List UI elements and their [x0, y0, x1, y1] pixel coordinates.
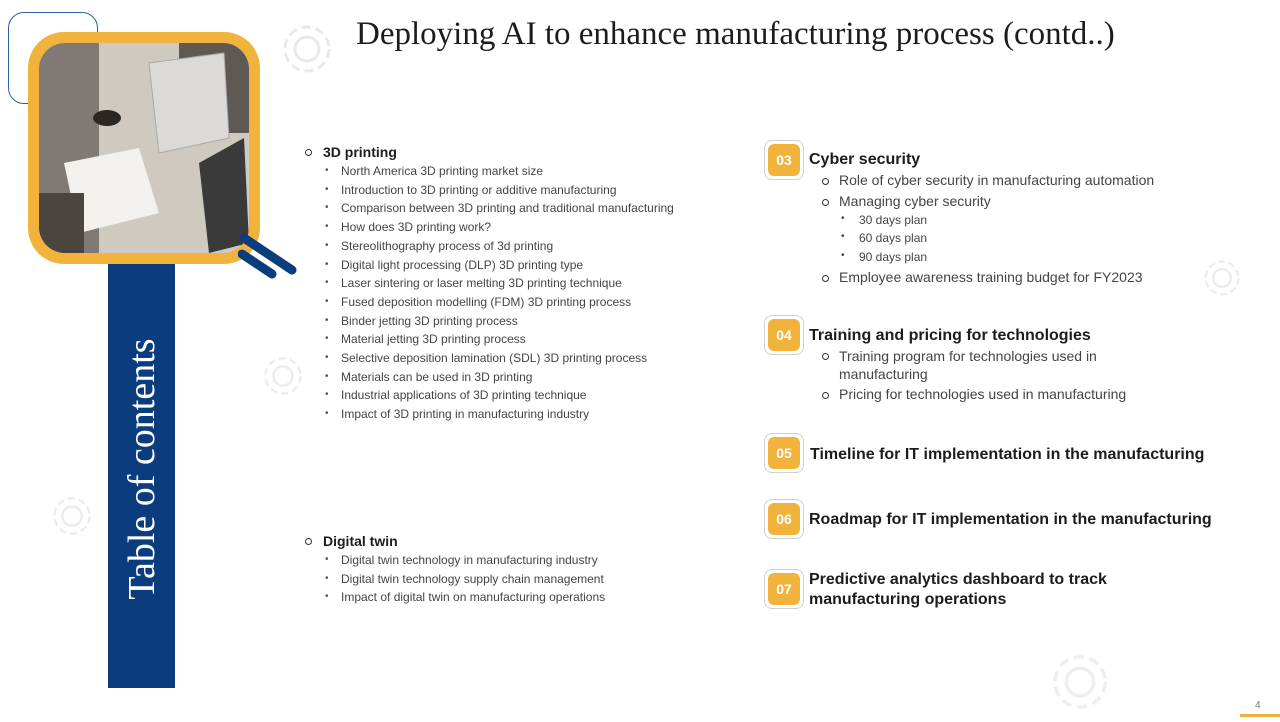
number-badge-03: 03 — [764, 140, 804, 180]
page-number: 4 — [1255, 700, 1261, 711]
laptop-work-photo — [39, 43, 249, 253]
list-item: Impact of digital twin on manufacturing … — [303, 588, 743, 607]
list-item: Fused deposition modelling (FDM) 3D prin… — [303, 293, 743, 312]
sub-item: Role of cyber security in manufacturing … — [822, 171, 1154, 189]
list-item: How does 3D printing work? — [303, 218, 743, 237]
circle-bullet-icon — [822, 177, 829, 185]
list-item: Digital twin technology supply chain man… — [303, 570, 743, 589]
list-item: Digital twin technology in manufacturing… — [303, 551, 743, 570]
photo-frame — [28, 32, 260, 264]
toc-band: Table of contents — [108, 250, 175, 688]
section-heading-text: Digital twin — [323, 533, 398, 549]
list-item: Selective deposition lamination (SDL) 3D… — [303, 349, 743, 368]
list-item: Introduction to 3D printing or additive … — [303, 181, 743, 200]
item-title-predictive-analytics: Predictive analytics dashboard to track … — [809, 571, 1107, 608]
list-item: Materials can be used in 3D printing — [303, 368, 743, 387]
circle-bullet-icon — [305, 537, 312, 545]
list-item: Comparison between 3D printing and tradi… — [303, 199, 743, 218]
circle-bullet-icon — [822, 198, 829, 206]
circle-bullet-icon — [305, 148, 312, 156]
sub-item: Training program for technologies used i… — [822, 347, 1132, 383]
page-title: Deploying AI to enhance manufacturing pr… — [356, 16, 1115, 52]
item-title-roadmap: Roadmap for IT implementation in the man… — [809, 511, 1212, 528]
page-accent-bar — [1240, 714, 1280, 717]
section-digital-twin: Digital twin Digital twin technology in … — [303, 533, 743, 607]
list-item: Stereolithography process of 3d printing — [303, 237, 743, 256]
section-heading: 3D printing — [303, 144, 743, 160]
gear-icon — [1196, 252, 1248, 304]
list-item: Impact of 3D printing in manufacturing i… — [303, 405, 743, 424]
circle-bullet-icon — [822, 391, 829, 399]
number-badge-07: 07 — [764, 569, 804, 609]
plan-item: 90 days plan — [841, 250, 927, 264]
list-item: Material jetting 3D printing process — [303, 330, 743, 349]
number-badge-04: 04 — [764, 315, 804, 355]
sub-item: Managing cyber security — [822, 192, 991, 210]
item-title-training-pricing: Training and pricing for technologies — [809, 327, 1091, 344]
list-item: Binder jetting 3D printing process — [303, 312, 743, 331]
toc-label: Table of contents — [120, 338, 163, 600]
gear-icon — [44, 488, 100, 544]
number-badge-06: 06 — [764, 499, 804, 539]
gear-icon — [255, 348, 311, 404]
gear-icon — [1040, 642, 1120, 722]
section-heading: Digital twin — [303, 533, 743, 549]
number-badge-05: 05 — [764, 433, 804, 473]
item-title-cyber-security: Cyber security — [809, 151, 921, 168]
list-item: Laser sintering or laser melting 3D prin… — [303, 274, 743, 293]
gear-icon — [272, 14, 342, 84]
sub-item: Employee awareness training budget for F… — [822, 268, 1143, 286]
plan-item: 30 days plan — [841, 213, 927, 227]
section-3d-printing: 3D printing North America 3D printing ma… — [303, 144, 743, 424]
section-items: Digital twin technology in manufacturing… — [303, 551, 743, 607]
sub-item: Pricing for technologies used in manufac… — [822, 385, 1126, 403]
circle-bullet-icon — [822, 274, 829, 282]
item-title-timeline: Timeline for IT implementation in the ma… — [810, 446, 1205, 463]
section-items: North America 3D printing market size In… — [303, 162, 743, 424]
plan-item: 60 days plan — [841, 231, 927, 245]
magnifier-handle — [237, 232, 300, 287]
list-item: Industrial applications of 3D printing t… — [303, 386, 743, 405]
list-item: North America 3D printing market size — [303, 162, 743, 181]
circle-bullet-icon — [822, 353, 829, 360]
section-heading-text: 3D printing — [323, 144, 397, 160]
list-item: Digital light processing (DLP) 3D printi… — [303, 256, 743, 275]
